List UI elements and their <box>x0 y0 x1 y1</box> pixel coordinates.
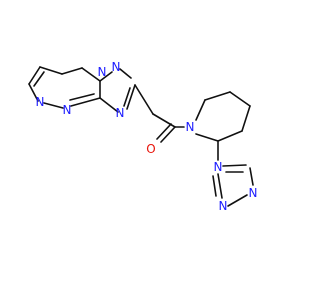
bond-rt-3 <box>249 167 254 186</box>
bond-rt-1b <box>212 175 217 197</box>
bond-pip-6 <box>195 133 219 142</box>
atom-pyrimidine-n2: N <box>36 95 45 109</box>
atom-rtriazole-n1: N <box>214 160 223 174</box>
bond-group <box>28 66 254 207</box>
atom-triazole-n2: N <box>116 106 125 120</box>
bond-tri-3 <box>126 84 136 110</box>
bond-co-2 <box>156 123 172 140</box>
bond-tri-double <box>123 87 131 107</box>
atom-triazole-n3: N <box>98 65 107 79</box>
bond-rt-4 <box>222 164 247 167</box>
atom-labels: N N N N N O N N N N <box>36 60 258 213</box>
bond-pyr-2 <box>81 67 101 82</box>
atom-carbonyl-o: O <box>146 142 155 156</box>
molecule-structure: N N N N N O N N N N <box>28 60 258 213</box>
bond-pyr-4 <box>28 66 41 85</box>
bond-pip-3 <box>229 91 251 107</box>
bond-pyr-double-2 <box>69 93 95 101</box>
atom-piperidine-n: N <box>186 120 195 134</box>
atom-rtriazole-n3: N <box>249 186 258 200</box>
bond-ch2-1 <box>134 84 154 115</box>
bond-pyr-6 <box>43 102 64 109</box>
atom-triazole-n1: N <box>112 60 121 74</box>
bond-tri-1 <box>99 71 113 82</box>
bond-pyr-double-1 <box>33 71 45 87</box>
bond-pip-5 <box>217 130 243 142</box>
bond-rt-1 <box>217 173 223 199</box>
molecule-canvas: N N N N N O N N N N <box>28 60 258 213</box>
atom-pyrimidine-n1: N <box>63 103 72 117</box>
bond-pip-1 <box>195 99 206 121</box>
bond-tri-2 <box>119 68 132 79</box>
bond-pyr-1 <box>61 67 83 75</box>
atom-rtriazole-n2: N <box>219 199 228 213</box>
bond-co-1 <box>160 126 176 143</box>
bond-pip-2 <box>204 91 231 101</box>
bond-pyr-7 <box>70 97 101 107</box>
bond-pyr-5 <box>28 83 39 102</box>
bond-pyr-3 <box>39 66 63 75</box>
bond-ch2-2 <box>152 113 176 128</box>
bond-pip-4 <box>241 105 251 132</box>
bond-rt-2 <box>227 194 248 207</box>
bond-tri-4 <box>99 97 119 113</box>
